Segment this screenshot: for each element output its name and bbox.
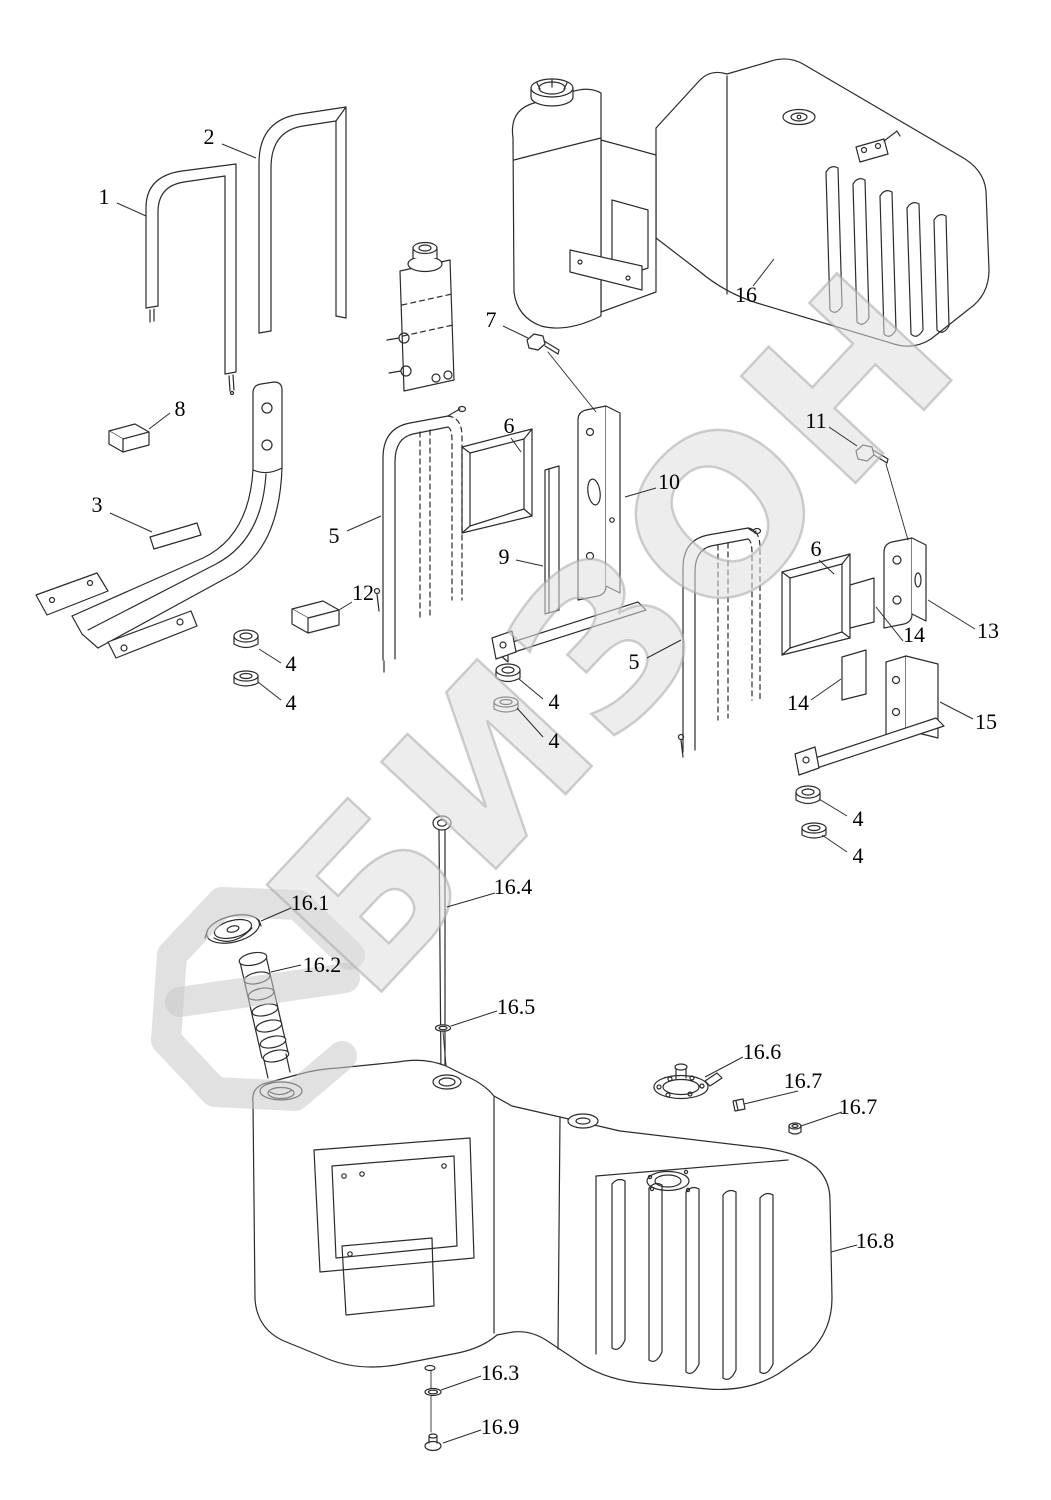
leader-line-1 bbox=[116, 202, 147, 217]
leader-line-15 bbox=[939, 701, 974, 720]
bizon-logo-icon bbox=[151, 887, 365, 1111]
nut-4-drawing bbox=[795, 785, 821, 805]
leader-line-16-3 bbox=[440, 1375, 482, 1391]
bracket-13-drawing bbox=[883, 537, 927, 629]
leader-line-12 bbox=[338, 601, 353, 611]
leader-line-6 bbox=[818, 559, 835, 575]
leader-line-4 bbox=[518, 678, 544, 700]
pad-14-upper-drawing bbox=[849, 577, 875, 629]
leader-line-16-1 bbox=[260, 907, 292, 922]
drain-plug-16-9-drawing bbox=[424, 1433, 442, 1452]
leader-line-10 bbox=[624, 487, 657, 498]
support-bar-center-drawing bbox=[491, 601, 647, 663]
gasket-6-right-drawing bbox=[781, 553, 851, 656]
strip-9-drawing bbox=[544, 465, 560, 615]
leader-line-16-8 bbox=[830, 1244, 858, 1253]
mounting-strap-2-drawing bbox=[258, 106, 347, 334]
leader-line-4 bbox=[821, 834, 848, 853]
nut-4-drawing bbox=[495, 663, 521, 683]
mounting-plate-drawing bbox=[386, 241, 455, 392]
leader-line-5 bbox=[646, 639, 682, 659]
leader-line-2 bbox=[221, 143, 257, 159]
leader-line-4 bbox=[818, 798, 848, 817]
leader-line-16-5 bbox=[450, 1010, 498, 1027]
nut-4-drawing bbox=[233, 670, 259, 687]
leader-line-16-6 bbox=[704, 1056, 744, 1078]
fuel-tank-16-drawing bbox=[511, 58, 990, 347]
gasket-6-center-drawing bbox=[461, 428, 533, 534]
leader-line-7 bbox=[502, 325, 529, 339]
leader-line-14 bbox=[810, 678, 842, 701]
leader-line-5 bbox=[346, 515, 382, 532]
leader-line-16-7 bbox=[800, 1111, 843, 1127]
pad-12-drawing bbox=[291, 600, 340, 634]
nut-4-drawing bbox=[233, 629, 259, 649]
leader-line-4 bbox=[258, 648, 282, 664]
leader-line-4 bbox=[516, 707, 544, 738]
clip-16-7-drawing bbox=[732, 1098, 746, 1112]
leader-line-14 bbox=[875, 606, 904, 642]
bolt-11-drawing bbox=[855, 444, 889, 464]
gasket-5-left-drawing bbox=[373, 405, 467, 673]
fuel-sender-16-6-drawing bbox=[653, 1063, 723, 1100]
pad-14-lower-drawing bbox=[841, 649, 867, 701]
watermark: БИЗОН bbox=[151, 225, 1006, 1111]
fuel-tank-16-8-drawing bbox=[252, 1059, 833, 1391]
leader-line-16-2 bbox=[270, 964, 302, 973]
watermark-text: БИЗОН bbox=[222, 227, 1005, 1041]
oring-16-3-drawing bbox=[424, 1387, 442, 1397]
fitting-16-7-drawing bbox=[788, 1122, 802, 1135]
nut-4-drawing bbox=[493, 696, 519, 713]
oring-16-5-drawing bbox=[434, 1024, 452, 1032]
support-bar-right-drawing bbox=[794, 717, 945, 776]
leader-line-4 bbox=[257, 681, 282, 701]
leader-line-13 bbox=[927, 599, 976, 630]
leader-line-11 bbox=[828, 426, 858, 447]
bracket-15-drawing bbox=[885, 655, 939, 739]
gasket-5-right-drawing bbox=[677, 527, 762, 758]
nut-4-drawing bbox=[801, 822, 827, 839]
leader-line-3 bbox=[109, 512, 153, 533]
leader-lines-layer bbox=[109, 143, 976, 1444]
leader-line-6 bbox=[510, 437, 522, 453]
bracket-3-drawing bbox=[35, 381, 283, 659]
mounting-strap-1-drawing bbox=[145, 163, 237, 396]
bolt-7-drawing bbox=[526, 333, 560, 355]
leader-line-9 bbox=[515, 559, 544, 567]
pad-8-drawing bbox=[108, 423, 150, 453]
leader-line-16-4 bbox=[446, 892, 496, 908]
leader-line-16 bbox=[752, 258, 775, 287]
bracket-10-drawing bbox=[577, 405, 621, 601]
leader-line-16-7 bbox=[743, 1090, 799, 1105]
leader-line-16-9 bbox=[442, 1429, 482, 1444]
leader-line-8 bbox=[148, 412, 171, 430]
